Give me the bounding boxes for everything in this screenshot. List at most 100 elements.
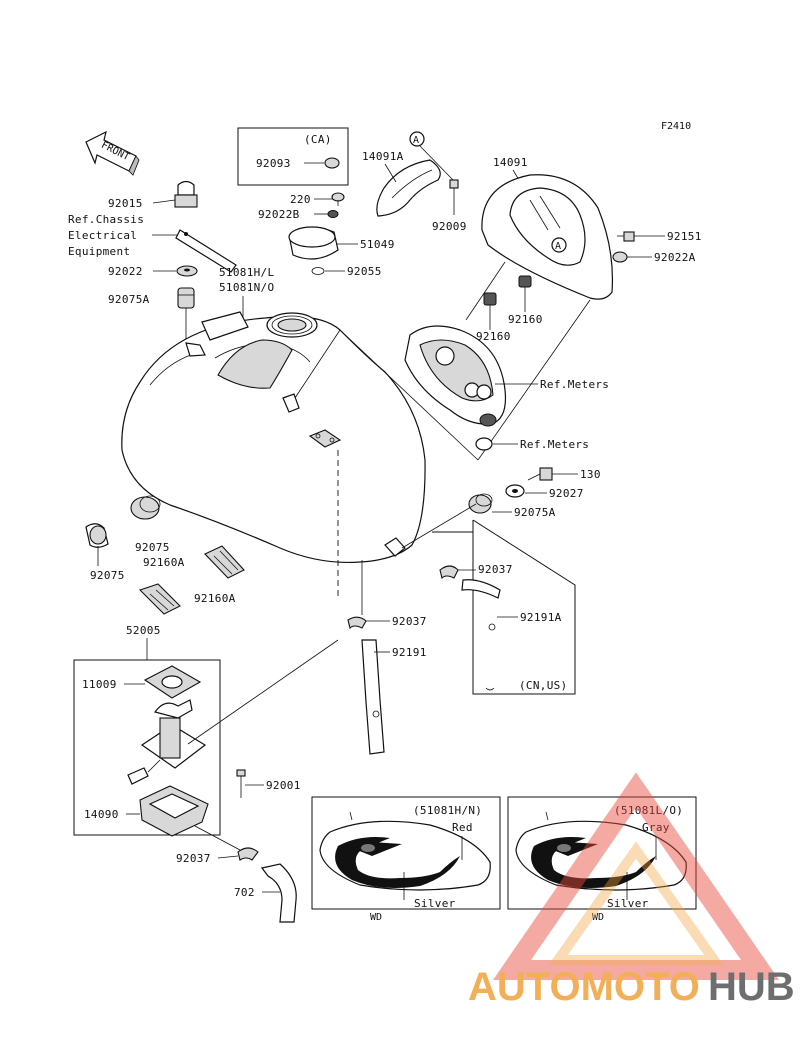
damper-92075-loose: [85, 523, 109, 548]
part-label-14091a: 14091A: [362, 150, 404, 163]
meter-grommet: [475, 437, 493, 451]
part-label-92160-b: 92160: [508, 313, 543, 326]
callout-circle-a-top: [409, 131, 425, 147]
ca-box-label: (CA): [304, 133, 332, 146]
clip-92037-b: [347, 616, 367, 630]
grommet-92093: [324, 157, 340, 169]
screw-92001: [236, 769, 246, 798]
cnus-variant-box: [472, 519, 576, 695]
front-arrow-icon: FRONT: [85, 130, 140, 176]
part-label-14091: 14091: [493, 156, 528, 169]
grommet-92160a-right: [204, 545, 245, 579]
part-label-92022: 92022: [108, 265, 143, 278]
screw-92009: [449, 179, 459, 215]
bracket-strap: [175, 229, 237, 273]
damper-92075a-right: [468, 493, 493, 514]
figure-code: F2410: [661, 121, 691, 132]
part-label-14090: 14090: [84, 808, 119, 821]
clip-92037-a: [439, 565, 459, 580]
part-label-92160-a: 92160: [476, 330, 511, 343]
guard-14090: [139, 785, 209, 837]
part-label-92160a-a: 92160A: [143, 556, 185, 569]
part-label-92022a: 92022A: [654, 251, 696, 264]
gasket-11009: [143, 665, 202, 699]
cover-14091a: [376, 159, 441, 217]
part-label-92055: 92055: [347, 265, 382, 278]
part-label-92075a-right: 92075A: [514, 506, 556, 519]
decal-tank-left: [319, 811, 491, 891]
decal-tank-right: [515, 811, 687, 891]
damper-92075-tank-left: [130, 495, 161, 520]
decal-right-wd: WD: [592, 912, 604, 923]
callout-circle-a-meter: [551, 237, 567, 253]
part-label-130: 130: [580, 468, 601, 481]
part-label-51049: 51049: [360, 238, 395, 251]
decal-left-wd: WD: [370, 912, 382, 923]
ref-chassis-line2: Electrical: [68, 229, 137, 242]
part-label-92037-c: 92037: [176, 852, 211, 865]
ref-meters-label-1: Ref.Meters: [540, 378, 609, 391]
part-label-92001: 92001: [266, 779, 301, 792]
ref-chassis-line3: Equipment: [68, 245, 130, 258]
part-label-92027: 92027: [549, 487, 584, 500]
meter-assembly: [404, 325, 507, 427]
ref-meters-label-2: Ref.Meters: [520, 438, 589, 451]
callout-a-top-label: A: [413, 135, 419, 146]
part-label-92075-b: 92075: [135, 541, 170, 554]
part-label-11009: 11009: [82, 678, 117, 691]
grommet-92160-a: [483, 292, 497, 306]
washer-92022a: [612, 251, 628, 263]
watermark-text-automoto: AUTOMOTO: [468, 965, 700, 1009]
grommet-92160a-left: [138, 583, 181, 615]
o-ring-92055: [311, 267, 325, 275]
part-label-92151: 92151: [667, 230, 702, 243]
watermark-text-hub: HUB: [708, 965, 795, 1009]
part-label-92022b: 92022B: [258, 208, 300, 221]
hose-92191a: [461, 579, 501, 631]
decal-left-color-red: Red: [452, 821, 473, 834]
decal-left-color-silver: Silver: [414, 897, 456, 910]
part-label-92009: 92009: [432, 220, 467, 233]
fuel-valve-body: [127, 699, 207, 785]
part-label-52005: 52005: [126, 624, 161, 637]
meter-cover-14091: [481, 174, 614, 300]
bolt-130: [527, 467, 553, 481]
decal-box-right: [507, 796, 697, 910]
automotohub-watermark-logo: AUTOMOTO HUB: [468, 772, 795, 1009]
decal-right-label: (51081L/O): [614, 804, 683, 817]
decal-left-label: (51081H/N): [413, 804, 482, 817]
ca-box-part-label: 92093: [256, 157, 291, 170]
grommet-92160-b: [518, 275, 532, 288]
collar-92027: [505, 484, 525, 498]
screw-220: [331, 192, 345, 206]
bolt-92151: [617, 231, 635, 242]
part-label-92075a-left: 92075A: [108, 293, 150, 306]
ca-variant-box: [237, 127, 349, 186]
damper-92075a-left: [177, 287, 195, 309]
part-label-92191a: 92191A: [520, 611, 562, 624]
part-label-92160a-b: 92160A: [194, 592, 236, 605]
fuel-valve-box: [73, 659, 221, 836]
washer-92022b: [327, 210, 339, 218]
clip-92037-c: [237, 847, 259, 861]
cnus-box-label: (CN,US): [519, 679, 567, 692]
ref-chassis-line1: Ref.Chassis: [68, 213, 144, 226]
cap-nut-92015: [174, 180, 198, 208]
hose-702: [260, 863, 297, 923]
fuel-cap-51049: [288, 226, 339, 260]
fuel-tank: [121, 311, 426, 564]
hose-92191: [361, 639, 385, 755]
part-label-92191: 92191: [392, 646, 427, 659]
callout-a-meter-label: A: [555, 241, 561, 252]
part-label-51081hl: 51081H/L: [219, 266, 274, 279]
part-label-92015: 92015: [108, 197, 143, 210]
decal-right-color-silver: Silver: [607, 897, 649, 910]
part-label-92075-a: 92075: [90, 569, 125, 582]
decal-box-left: [311, 796, 501, 910]
part-label-220: 220: [290, 193, 311, 206]
part-label-51081no: 51081N/O: [219, 281, 274, 294]
decal-right-color-gray: Gray: [642, 821, 670, 834]
part-label-702: 702: [234, 886, 255, 899]
